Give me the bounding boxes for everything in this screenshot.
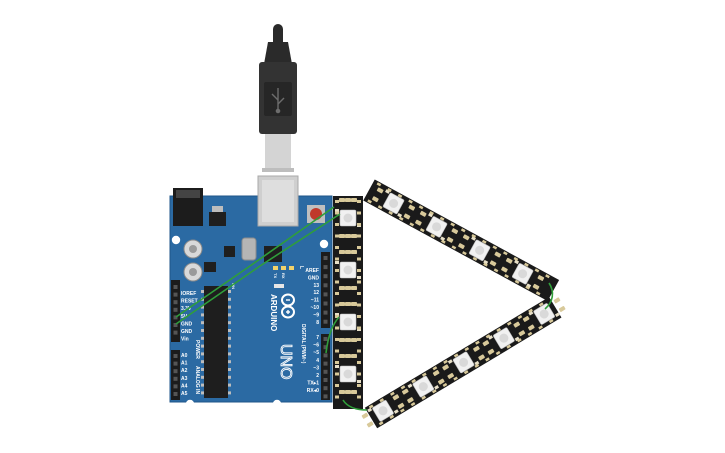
- wire-5v: [175, 206, 335, 318]
- atmega-chip: [204, 286, 228, 398]
- model-label: UNO: [277, 344, 294, 380]
- analog-header-label: ANALOG IN: [194, 366, 200, 394]
- analog-header: [171, 350, 180, 400]
- digital-pin-label-top-3: 12: [313, 290, 319, 296]
- power-pin-label-6: Vin: [181, 337, 189, 343]
- led-strip-bottom: [361, 296, 566, 429]
- power-header-label: POWER: [194, 340, 200, 359]
- dc-power-jack: [173, 188, 203, 226]
- digital-header-label: DIGITAL (PWM~): [300, 324, 306, 364]
- wire-data: [325, 316, 340, 354]
- led-label-rx: RX: [281, 273, 286, 279]
- power-pin-label-4: GND: [181, 321, 193, 327]
- led-label-tx: TX: [273, 273, 278, 278]
- usb-metal-shell: [265, 134, 291, 170]
- digital-pin-label-top-1: GND: [308, 275, 320, 281]
- digital-pin-label-bottom-7: RX◂0: [307, 388, 319, 394]
- brand-label: ARDUINO: [269, 294, 278, 331]
- digital-pin-label-top-2: 13: [313, 283, 319, 289]
- digital-pin-label-bottom-5: 2: [316, 373, 319, 379]
- arduino-infinity-logo: [281, 293, 295, 319]
- led-label-on: ON: [231, 283, 236, 289]
- digital-pin-label-top-5: ~10: [311, 305, 320, 311]
- digital-pin-label-bottom-3: 4: [316, 358, 319, 364]
- analog-pin-label-3: A3: [181, 376, 188, 382]
- analog-pin-label-4: A4: [181, 383, 188, 389]
- digital-pin-label-top-6: ~9: [313, 312, 319, 318]
- analog-pin-label-2: A2: [181, 368, 188, 374]
- digital-pin-label-bottom-6: TX▸1: [307, 381, 319, 387]
- wire-strip-corner-right: [544, 282, 554, 310]
- led-strip-left: [333, 196, 363, 409]
- digital-pin-label-bottom-4: ~3: [313, 365, 319, 371]
- digital-header-top: [321, 252, 330, 328]
- digital-pin-label-bottom-1: ~6: [313, 343, 319, 349]
- analog-pin-label-5: A5: [181, 391, 188, 397]
- digital-pin-label-bottom-2: ~5: [313, 350, 319, 356]
- wire-strip-corner-left: [342, 399, 368, 411]
- led-strip-top: [363, 179, 560, 302]
- wire-gnd: [175, 213, 341, 325]
- usb-icon: [271, 88, 285, 114]
- usb-cable: [259, 24, 297, 172]
- digital-pin-label-top-0: AREF: [305, 268, 319, 274]
- power-pin-label-5: GND: [181, 329, 193, 335]
- wires: [175, 206, 554, 411]
- power-pin-label-1: RESET: [181, 299, 198, 305]
- led-label-l: L: [298, 266, 304, 269]
- analog-pin-label-1: A1: [181, 361, 188, 367]
- digital-pin-label-bottom-0: 7: [316, 335, 319, 341]
- digital-pin-label-top-7: 8: [316, 320, 319, 326]
- status-leds: [273, 266, 294, 270]
- digital-header-bottom: [321, 334, 330, 400]
- power-pin-label-3: 5V: [181, 314, 188, 320]
- digital-pin-label-top-4: ~11: [311, 298, 319, 304]
- analog-pin-label-0: A0: [181, 353, 188, 359]
- power-pin-label-0: IOREF: [181, 291, 196, 297]
